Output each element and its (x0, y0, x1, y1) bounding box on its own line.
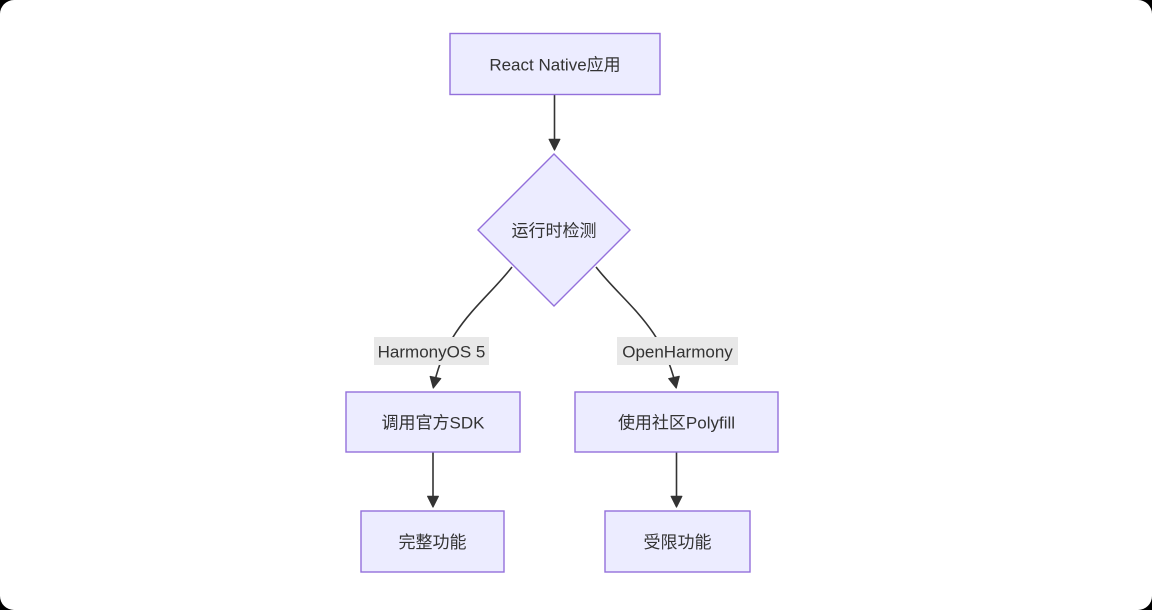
node-runtime-check-label: 运行时检测 (512, 222, 597, 241)
node-react-native-app-label: React Native应用 (489, 56, 620, 75)
node-use-community-polyfill-label: 使用社区Polyfill (618, 413, 735, 433)
edge-label-openharmony: OpenHarmony (617, 337, 738, 365)
edge-label-openharmony-bg (617, 337, 738, 365)
edge-runtime-check-to-community-polyfill (595, 266, 680, 389)
node-runtime-check-diamond (477, 153, 631, 307)
node-use-community-polyfill: 使用社区Polyfill (574, 391, 779, 453)
node-call-official-sdk-label: 调用官方SDK (382, 414, 486, 433)
node-runtime-check: 运行时检测 (477, 153, 631, 307)
node-use-community-polyfill-box (574, 391, 779, 453)
node-limited-functionality-box (604, 510, 751, 573)
node-limited-functionality: 受限功能 (604, 510, 751, 573)
edge-runtime-check-to-official-sdk (429, 266, 513, 389)
node-call-official-sdk: 调用官方SDK (345, 391, 521, 453)
node-react-native-app: React Native应用 (449, 32, 661, 96)
node-full-functionality: 完整功能 (360, 510, 505, 573)
node-full-functionality-box (360, 510, 505, 573)
edge-label-harmonyos-5-bg (374, 337, 489, 365)
node-limited-functionality-label: 受限功能 (644, 533, 712, 552)
edge-label-openharmony-text: OpenHarmony (622, 343, 733, 362)
node-react-native-app-box (449, 32, 661, 96)
edge-label-harmonyos-5-text: HarmonyOS 5 (378, 343, 486, 362)
node-full-functionality-label: 完整功能 (399, 533, 467, 552)
edge-label-harmonyos-5: HarmonyOS 5 (374, 337, 489, 365)
edge-group (427, 95, 683, 508)
node-call-official-sdk-box (345, 391, 521, 453)
